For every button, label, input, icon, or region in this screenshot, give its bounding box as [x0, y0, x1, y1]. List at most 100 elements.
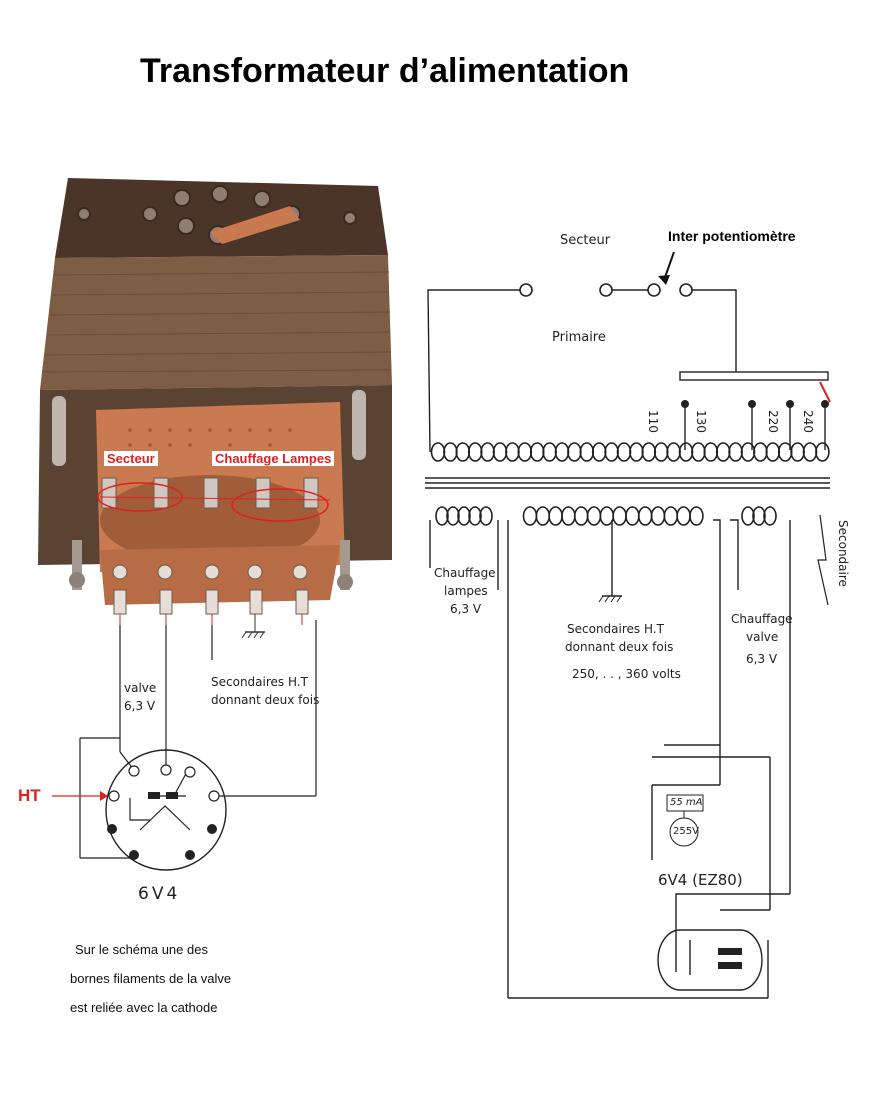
coil-turn [691, 442, 706, 462]
sec-ht-right-3: 250, . . , 360 volts [572, 667, 681, 681]
secteur-label: Secteur [560, 233, 611, 248]
secteur-terminals [519, 283, 693, 297]
tube-name-left: 6V4 [138, 884, 181, 904]
coil-turn [535, 506, 551, 526]
coil-turn [753, 442, 768, 462]
lower-lugs [112, 564, 309, 615]
valve-label: valve [124, 681, 157, 695]
coil-turn [591, 442, 607, 462]
coil-turn [612, 506, 627, 526]
photo-label-chauffage-lampes: Chauffage Lampes [212, 451, 335, 466]
coil-turn [430, 442, 446, 462]
coil-turn [586, 506, 602, 526]
tap-220: 220 [766, 410, 780, 433]
coil-turn [467, 442, 483, 462]
coil-turn [625, 506, 640, 526]
coil-turn [802, 442, 818, 462]
coil-turn [573, 506, 589, 526]
coil-turn [676, 506, 691, 526]
sec-ht-right-2: donnant deux fois [565, 640, 674, 654]
coil-turn [765, 442, 781, 462]
chauffage-lampes-1: Chauffage [434, 566, 496, 580]
coil-turn [599, 506, 615, 526]
coil-turn [479, 506, 493, 526]
tap-130: 130 [694, 410, 708, 433]
primaire-label: Primaire [552, 330, 606, 345]
board-holes [128, 428, 292, 447]
coil-turn [678, 442, 694, 462]
coil-turn [561, 506, 576, 526]
coil-turn [815, 442, 830, 462]
coil-turn [542, 442, 557, 462]
coil-turn [741, 506, 755, 526]
note-line-1: Sur le schéma une des [75, 942, 208, 957]
primary-tap-dots [681, 400, 829, 408]
chauffage-lampes-2: lampes [444, 584, 488, 598]
coil-turn [505, 442, 520, 462]
inter-label: Inter potentiomètre [668, 228, 796, 244]
coil-turn [752, 506, 766, 526]
valve-voltage: 6,3 V [124, 699, 156, 713]
coil-turn [435, 506, 449, 526]
coil-turn [443, 442, 458, 462]
coil-turn [604, 442, 619, 462]
coil-turn [492, 442, 508, 462]
coil-turn [728, 442, 743, 462]
coil-turn [567, 442, 582, 462]
strap [210, 206, 300, 244]
chauffage-lampes-3: 6,3 V [450, 602, 482, 616]
sec-ht-line1: Secondaires H.T [211, 675, 308, 689]
coil-turn [689, 506, 704, 526]
coil-turn [468, 506, 482, 526]
photo-label-secteur: Secteur [104, 451, 158, 466]
current-label: 55 mA [670, 797, 703, 808]
chauffage-valve-3: 6,3 V [746, 652, 778, 666]
sec-ht-right-1: Secondaires H.T [567, 622, 664, 636]
coil-turn [777, 442, 793, 462]
coil-turn [480, 442, 495, 462]
secondary-coil-valve [741, 506, 777, 526]
coil-turn [629, 442, 644, 462]
sec-ht-line2: donnant deux fois [211, 693, 320, 707]
top-terminals [77, 185, 357, 245]
note-line-2: bornes filaments de la valve [70, 971, 232, 986]
coil-turn [554, 442, 570, 462]
note-line-3: est reliée avec la cathode [70, 1000, 218, 1015]
coil-turn [522, 506, 538, 526]
coil-turn [517, 442, 533, 462]
tap-240: 240 [801, 410, 815, 433]
tap-110: 110 [646, 410, 660, 433]
coil-turn [653, 442, 669, 462]
voltage-label: 255V [673, 826, 699, 837]
coil-turn [616, 442, 632, 462]
secondaire-label: Secondaire [836, 520, 850, 587]
coil-turn [548, 506, 563, 526]
coil-turn [740, 442, 756, 462]
coil-turn [666, 442, 681, 462]
coil-turn [663, 506, 679, 526]
coil-turn [703, 442, 719, 462]
coil-turn [529, 442, 545, 462]
coil-turn [579, 442, 595, 462]
chauffage-valve-2: valve [746, 630, 779, 644]
core-top [55, 178, 388, 258]
primary-coil [430, 442, 830, 462]
coil-turn [715, 442, 731, 462]
chauffage-valve-1: Chauffage [731, 612, 793, 626]
coil-turn [790, 442, 805, 462]
coil-turn [650, 506, 666, 526]
coil-turn [641, 442, 657, 462]
secondary-coil-ht [522, 506, 704, 526]
tube-name-right: 6V4 (EZ80) [658, 871, 743, 889]
coil-turn [763, 506, 777, 526]
coil-turn [637, 506, 653, 526]
coil-turn [446, 506, 460, 526]
core-body [40, 255, 392, 390]
page-title: Transformateur d’alimentation [140, 52, 630, 90]
coil-turn [457, 506, 471, 526]
ht-label: HT [18, 786, 41, 805]
